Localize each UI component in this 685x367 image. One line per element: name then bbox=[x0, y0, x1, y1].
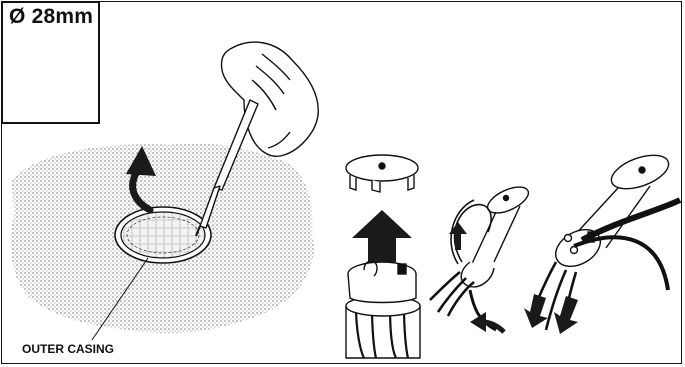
size-badge: Ø 28mm bbox=[1, 1, 100, 124]
outer-casing-label: OUTER CASING bbox=[22, 342, 114, 356]
size-label: Ø 28mm bbox=[9, 5, 93, 29]
